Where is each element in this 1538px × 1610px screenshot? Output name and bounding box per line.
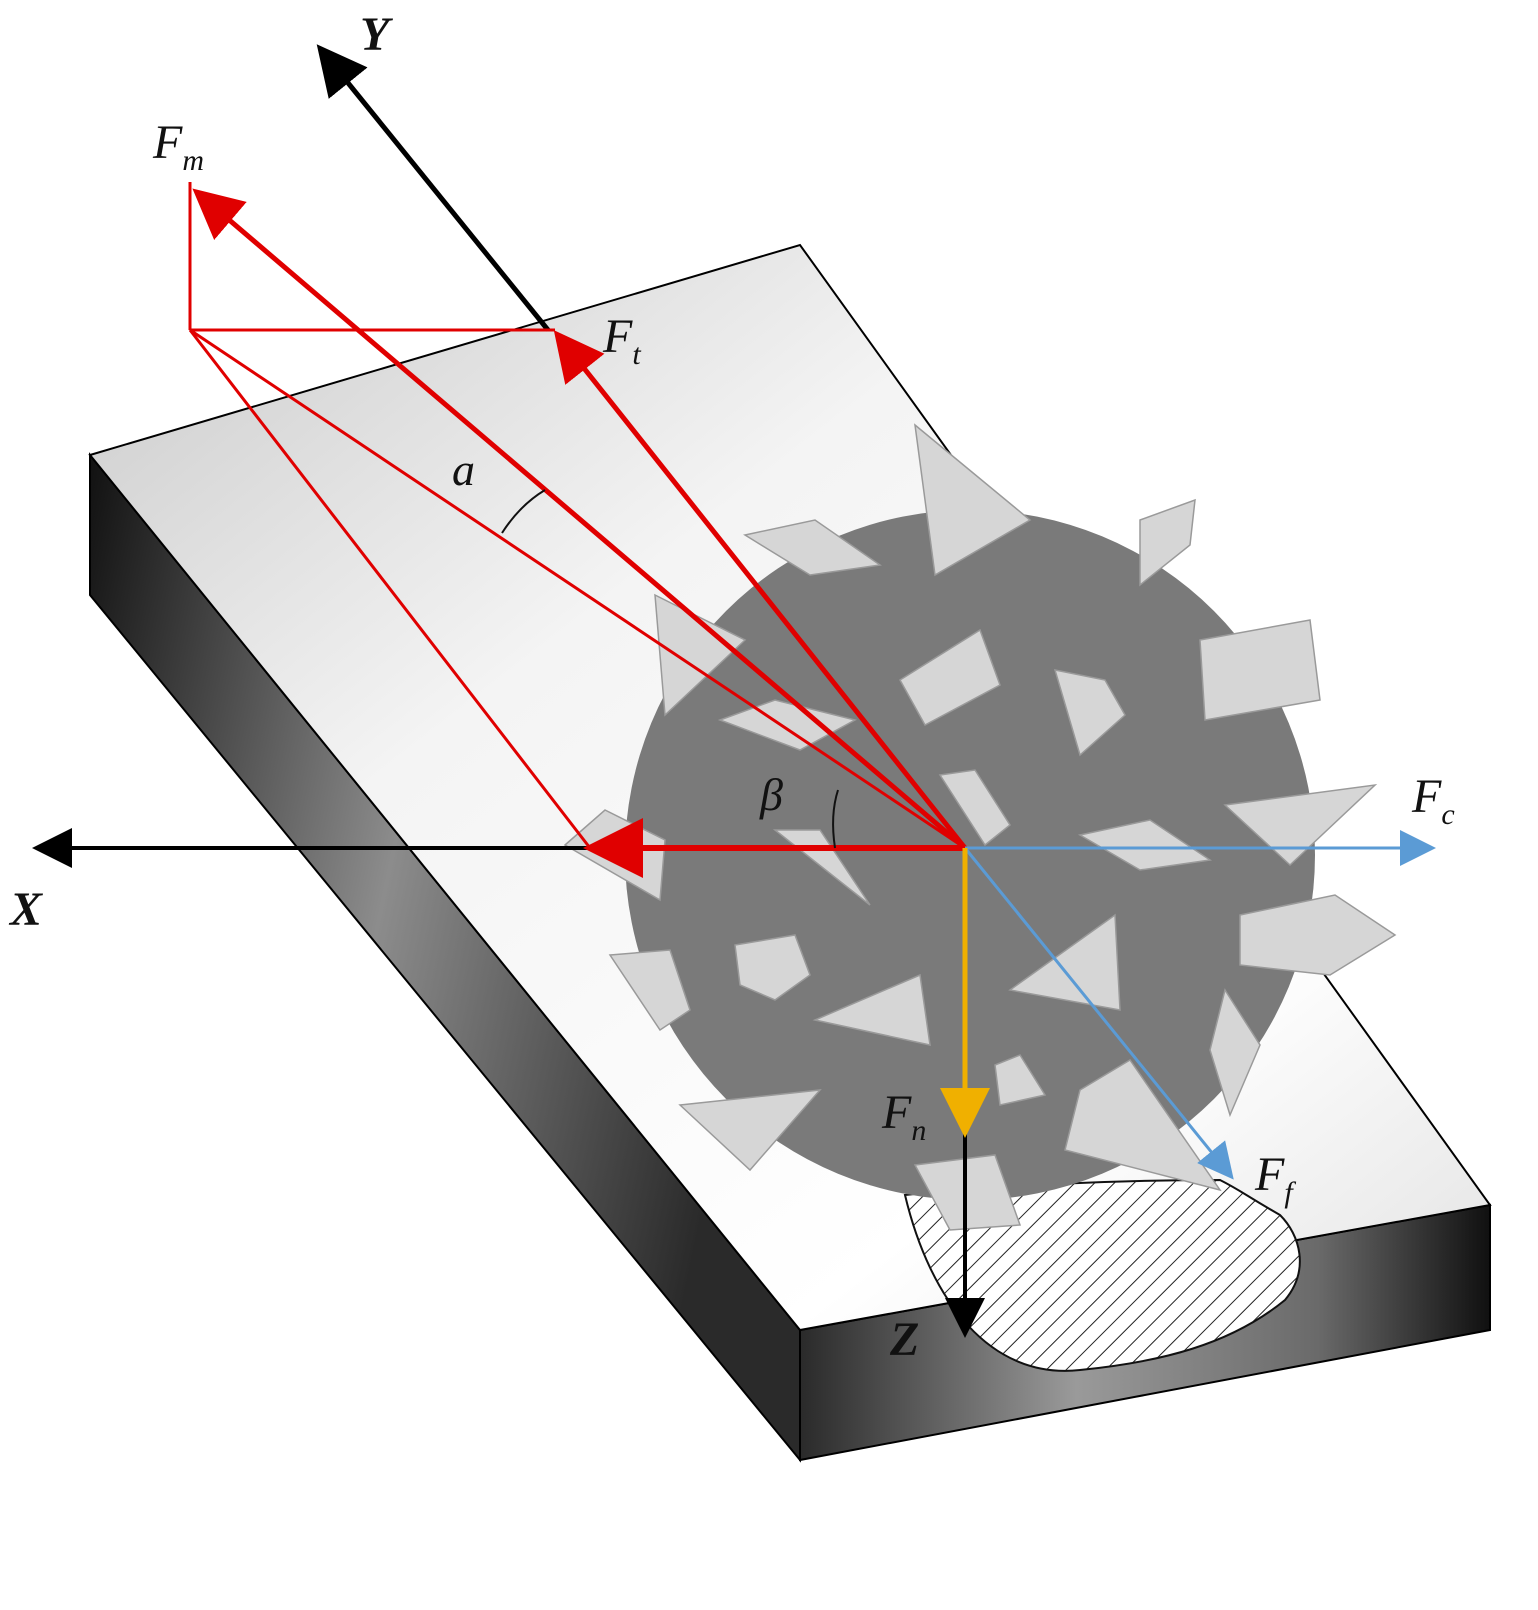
projection-line-upper: [189, 328, 966, 850]
alpha-angle-label: a: [452, 444, 475, 495]
ff-force-arrow: [963, 847, 1234, 1180]
beta-angle-label: β: [759, 769, 783, 820]
beta-angle-arc: [832, 789, 839, 849]
resultant-force-construction: [188, 182, 967, 878]
projection-line-lower: [188, 329, 592, 849]
ft-label: Ft: [602, 310, 641, 371]
fc-label: Fc: [1411, 770, 1455, 831]
z-axis-label: Z: [889, 1313, 919, 1366]
fm-force-arrow: [192, 188, 967, 850]
alpha-angle-arc: [501, 489, 546, 534]
fm-label: Fm: [152, 116, 204, 177]
cutting-forces: [963, 830, 1436, 1180]
ft-force-arrow: [553, 330, 967, 850]
ground-area-hatch: [903, 1178, 1301, 1372]
y-axis: [316, 44, 550, 332]
fn-label: Fn: [881, 1086, 926, 1147]
abrasive-grains: [563, 423, 1397, 1231]
x-axis-label: X: [8, 883, 43, 936]
y-axis-label: Y: [360, 8, 393, 61]
